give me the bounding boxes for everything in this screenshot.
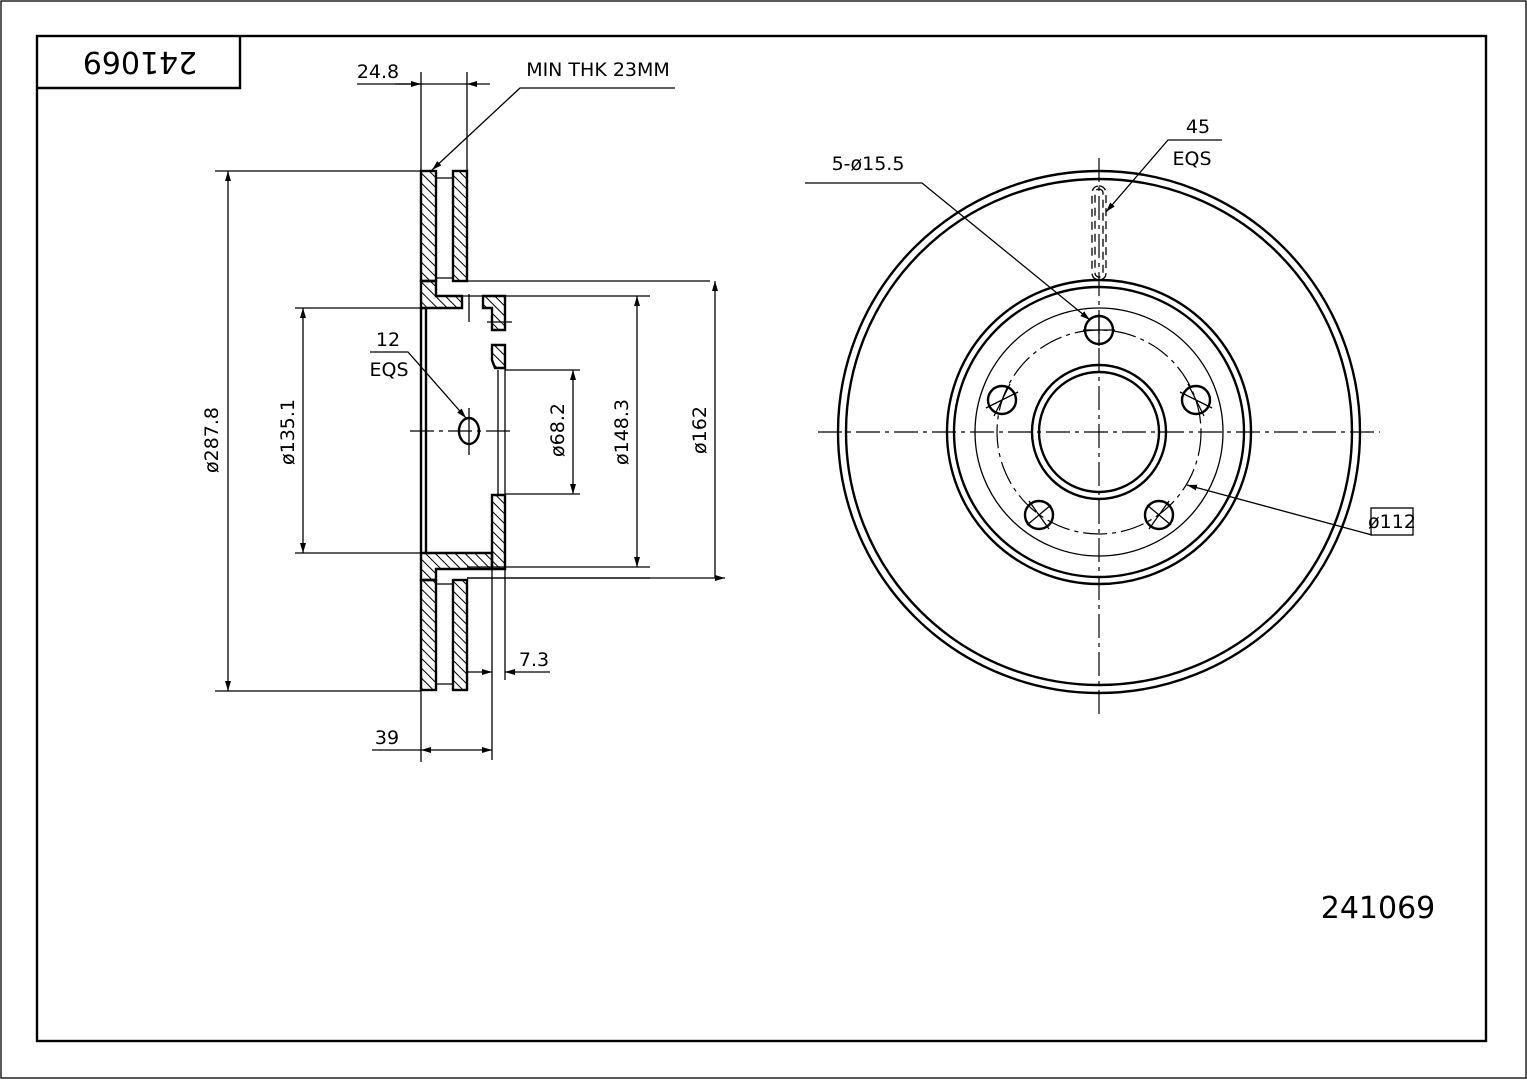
vent-count-label: 45	[1186, 116, 1210, 138]
min-thickness-label: MIN THK 23MM	[526, 59, 670, 81]
hub-diameter-label: ø162	[689, 406, 711, 454]
part-number: 241069	[1321, 891, 1436, 926]
pcd-label: ø112	[1368, 511, 1416, 533]
front-view	[818, 158, 1380, 715]
hat-thickness-label: 7.3	[519, 649, 549, 671]
hole-count-label: 12	[376, 329, 400, 351]
outer-diameter-label: ø287.8	[201, 407, 223, 473]
thickness-label: 24.8	[357, 61, 399, 83]
drawing-frame	[35, 34, 1488, 1043]
hole-eqs-label: EQS	[369, 359, 408, 381]
side-view-dimensions: 24.8 MIN THK 23MM ø287.8 ø135.1 ø68.2 ø1…	[201, 59, 725, 762]
title-box	[37, 36, 242, 90]
bolt-holes-label: 5-ø15.5	[832, 153, 905, 175]
overall-height-label: 39	[375, 727, 399, 749]
hat-outer-diameter-label: ø148.3	[611, 399, 633, 465]
hat-inner-diameter-label: ø135.1	[277, 399, 299, 465]
center-bore-label: ø68.2	[547, 403, 569, 457]
part-number-rotated: 241069	[83, 44, 198, 79]
vent-eqs-label: EQS	[1172, 148, 1211, 170]
front-view-dimensions: 5-ø15.5 45 EQS ø112	[805, 116, 1416, 536]
side-view-section	[410, 169, 710, 692]
